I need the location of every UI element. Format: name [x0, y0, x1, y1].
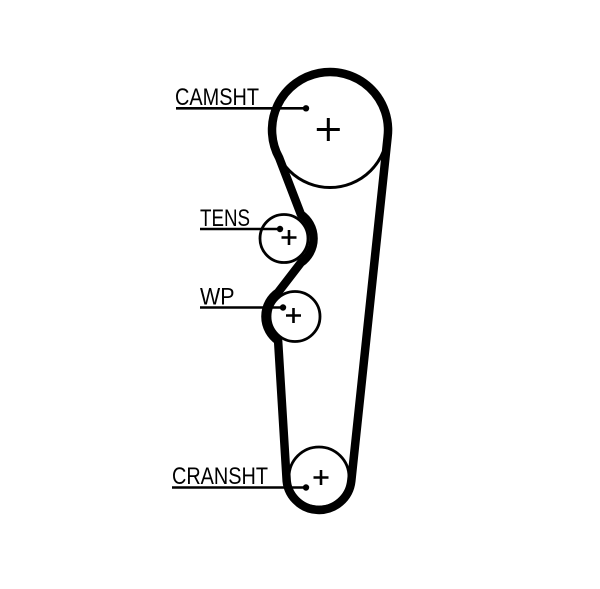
camshaft-leader-dot-icon [302, 105, 310, 112]
tensioner-leader-dot-icon [276, 225, 284, 233]
camshaft-center-plus-icon [316, 118, 340, 141]
tensioner-label: TENS [200, 205, 250, 232]
tensioner-pulley [258, 213, 310, 264]
crankshaft-label: CRANSHT [172, 463, 268, 490]
water-pump-leader-dot-icon [279, 304, 287, 311]
water-pump-callout: WP [200, 284, 287, 311]
camshaft-label: CAMSHT [175, 84, 259, 111]
tensioner-center-plus-icon [281, 230, 297, 245]
water-pump-pulley [268, 290, 322, 343]
timing-belt [261, 67, 393, 515]
crankshaft-leader-dot-icon [302, 484, 310, 491]
water-pump-center-plus-icon [286, 308, 301, 323]
crankshaft-callout: CRANSHT [172, 463, 310, 491]
crankshaft-center-plus-icon [313, 470, 329, 485]
tensioner-callout: TENS [200, 205, 284, 233]
camshaft-callout: CAMSHT [175, 84, 310, 112]
water-pump-label: WP [200, 284, 235, 311]
